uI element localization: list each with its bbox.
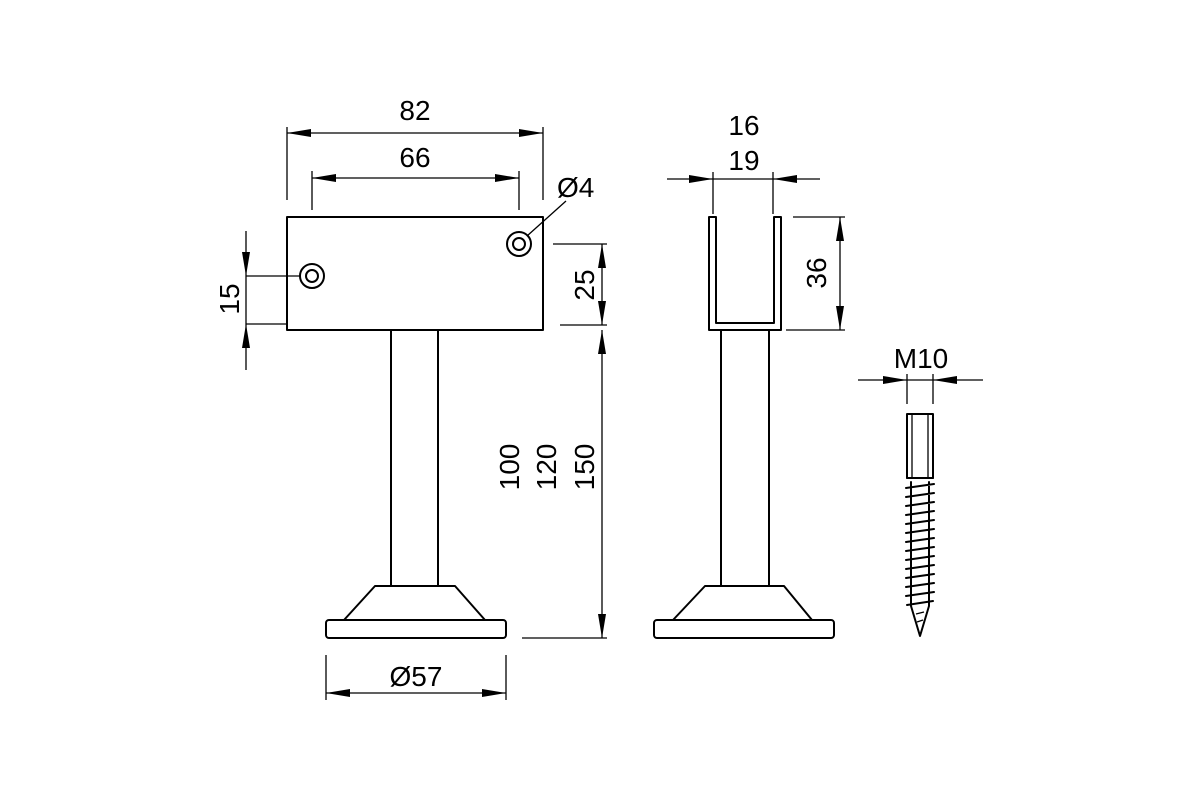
base-plate [325, 619, 507, 639]
screw-machine-thread [906, 413, 934, 479]
dimension-base-diameter: Ø57 [325, 655, 507, 700]
dimension-thread-size: M10 [858, 343, 983, 404]
screw-wood-thread [905, 477, 935, 637]
label-overall-width: 82 [399, 95, 430, 126]
label-hole-spacing: 66 [399, 142, 430, 173]
label-height-100: 100 [494, 444, 525, 491]
dimension-channel-depth: 36 [786, 216, 845, 331]
side-base-flange [672, 585, 813, 621]
side-post-tube [720, 329, 770, 587]
label-hole-diameter: Ø4 [557, 172, 594, 203]
label-plate-height: 25 [569, 269, 600, 300]
dimension-channel-width: 16 19 [667, 110, 820, 214]
side-base-plate [653, 619, 835, 639]
u-channel [708, 216, 782, 331]
hanger-screw [905, 413, 935, 637]
label-height-120: 120 [531, 444, 562, 491]
label-thread-size: M10 [894, 343, 948, 374]
dimension-post-height: 100 120 150 [494, 330, 607, 639]
label-outer-width: 19 [728, 145, 759, 176]
mounting-plate [286, 216, 544, 331]
post-tube [390, 329, 439, 587]
label-base-diameter: Ø57 [390, 661, 443, 692]
base-flange [343, 585, 486, 621]
label-hole-offset: 15 [214, 283, 245, 314]
dimension-hole-spacing: 66 [311, 142, 520, 210]
dimension-plate-height: 25 [553, 243, 607, 326]
mounting-hole-right [506, 231, 532, 257]
label-height-150: 150 [569, 444, 600, 491]
mounting-hole-left [299, 263, 325, 289]
label-channel-depth: 36 [801, 257, 832, 288]
dimension-overall-width: 82 [286, 95, 544, 200]
dimension-hole-offset: 15 [214, 231, 300, 370]
label-inner-width: 16 [728, 110, 759, 141]
side-view [653, 216, 835, 639]
front-view [286, 216, 544, 639]
dimension-hole-diameter: Ø4 [526, 172, 594, 237]
